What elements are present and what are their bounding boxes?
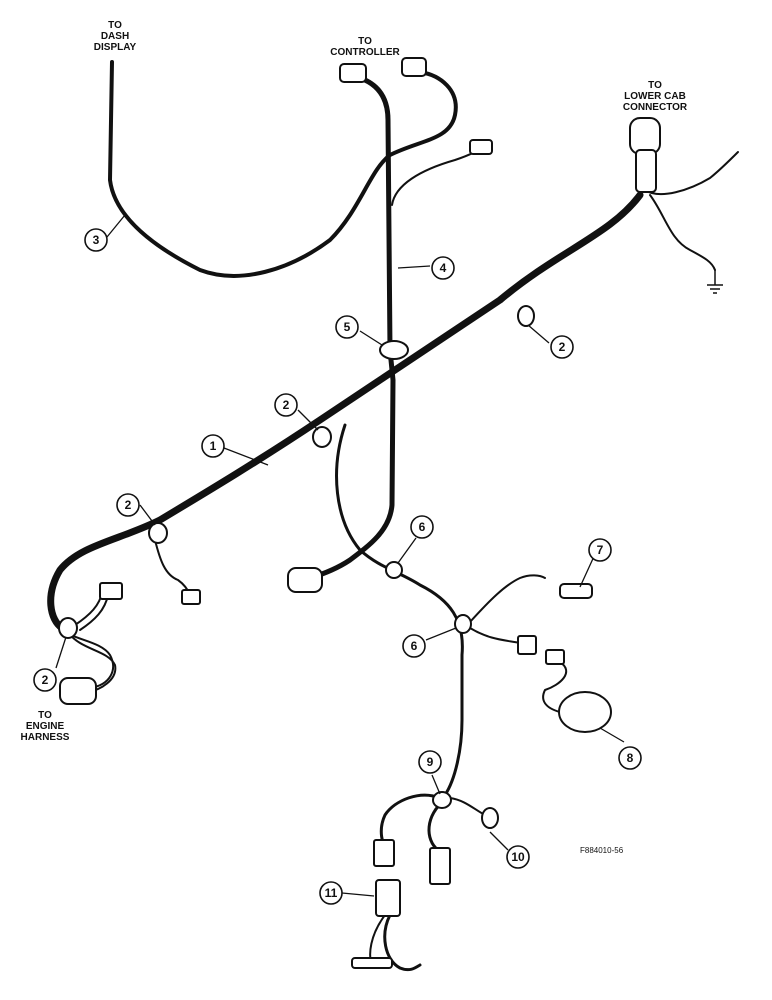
sensor-7-body [559,583,593,599]
callout-1: 1 [201,434,225,458]
switch-wire [469,574,546,623]
ground-symbol [707,270,723,294]
lower-cab-connector [629,117,661,155]
short-lead [154,539,191,596]
clip-6-lower [454,614,472,634]
gauge-body [558,691,612,733]
label-to-lower-cab-connector: TO LOWER CAB CONNECTOR [622,80,688,113]
ring-terminal [481,807,499,829]
svg-text:9: 9 [427,755,434,769]
gauge-wire [542,661,568,713]
svg-text:3: 3 [93,233,100,247]
fork-connector-a [373,839,395,867]
controller-connector-left [339,63,367,83]
callout-2-engine: 2 [33,668,57,692]
svg-text:2: 2 [283,398,290,412]
callout-10: 10 [506,845,530,869]
dangling-connector [181,589,201,605]
clip-engine [58,617,78,639]
label-to-engine-harness: TO ENGINE HARNESS [20,710,70,743]
callout-3: 3 [84,228,108,252]
callout-5: 5 [335,315,359,339]
svg-text:6: 6 [411,639,418,653]
clip-9 [432,791,452,809]
callouts: 1 2 2 2 2 3 4 5 6 6 7 8 9 10 11 [33,228,642,905]
svg-text:4: 4 [440,261,447,275]
engine-branch-b [67,631,117,693]
engine-connector [59,677,97,705]
sensor-11-probe [351,957,393,969]
svg-text:2: 2 [559,340,566,354]
connector-wire [469,627,521,644]
connector-wire-top [79,594,109,631]
controller-connector-right [401,57,427,77]
callout-4: 4 [431,256,455,280]
clip-6-upper [385,561,403,579]
dash-display-cable [108,60,458,278]
pigtail-connector [469,139,493,155]
svg-text:2: 2 [42,673,49,687]
callout-2-right: 2 [550,335,574,359]
clip-left [148,522,168,544]
ground-lead [649,194,716,271]
lower-cab-lead [644,151,739,195]
connector-small-2 [545,649,565,665]
harness-end-connector [287,567,323,593]
clip-middle [312,426,332,448]
grommet [379,340,409,360]
callout-2-left: 2 [116,493,140,517]
callout-9: 9 [418,750,442,774]
switch-connector [99,582,123,600]
callout-6-upper: 6 [410,515,434,539]
lower-cab-body [635,149,657,193]
sensor-11-wire [383,913,422,972]
controller-cable [307,75,396,581]
clip-upper-right [517,305,535,327]
label-to-dash-display: TO DASH DISPLAY [93,20,137,53]
figure-number: F884010-56 [580,846,624,855]
fork-connector-b [429,847,451,885]
connector-wire-top-b [74,591,103,626]
svg-text:11: 11 [325,886,338,900]
sensor-branch [335,423,464,797]
sensor-11-connector [375,879,401,917]
svg-text:1: 1 [210,439,217,453]
callout-8: 8 [618,746,642,770]
svg-text:8: 8 [627,751,634,765]
connector-small [517,635,537,655]
callout-2-middle: 2 [274,393,298,417]
callout-11: 11 [319,881,343,905]
label-to-controller: TO CONTROLLER [330,36,400,58]
svg-text:6: 6 [419,520,426,534]
svg-text:7: 7 [597,543,604,557]
svg-text:10: 10 [511,850,525,864]
main-harness [47,191,644,632]
svg-text:2: 2 [125,498,132,512]
callout-7: 7 [588,538,612,562]
callout-6-lower: 6 [402,634,426,658]
svg-text:5: 5 [344,320,351,334]
